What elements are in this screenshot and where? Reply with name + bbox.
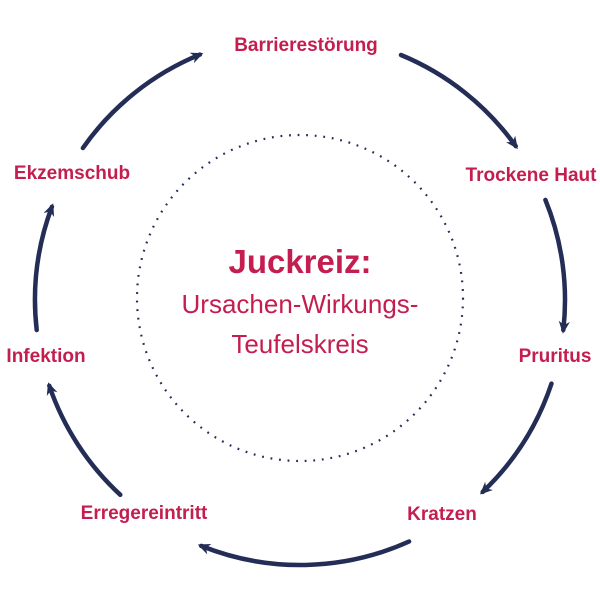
cycle-arrow-icon [479,381,554,495]
cycle-label-pruritus: Pruritus [518,346,592,367]
cycle-label-barrierestoerung: Barrierestörung [234,35,378,56]
center-subtitle-line2: Teufelskreis [231,329,369,359]
cycle-label-kratzen: Kratzen [407,504,477,525]
cycle-arrow-icon [46,382,123,498]
cycle-arrow-icon [197,539,412,568]
cycle-label-trockene-haut: Trockene Haut [465,165,597,186]
cycle-label-ekzemschub: Ekzemschub [13,163,131,184]
cycle-arrow-icon [32,203,55,333]
center-title-block: Juckreiz: Ursachen-Wirkungs- Teufelskrei… [182,240,419,364]
center-heading: Juckreiz: [228,243,372,280]
cycle-arrow-icon [543,197,570,334]
dotted-circle-icon [135,133,465,463]
center-subtitle-line1: Ursachen-Wirkungs- [181,289,419,319]
cycle-arc-group [32,52,570,568]
cycle-label-infektion: Infektion [6,346,86,367]
cycle-label-erregereintritt: Erregereintritt [80,503,208,524]
cycle-arrow-icon [80,52,204,151]
cycle-arrow-icon [398,52,518,150]
